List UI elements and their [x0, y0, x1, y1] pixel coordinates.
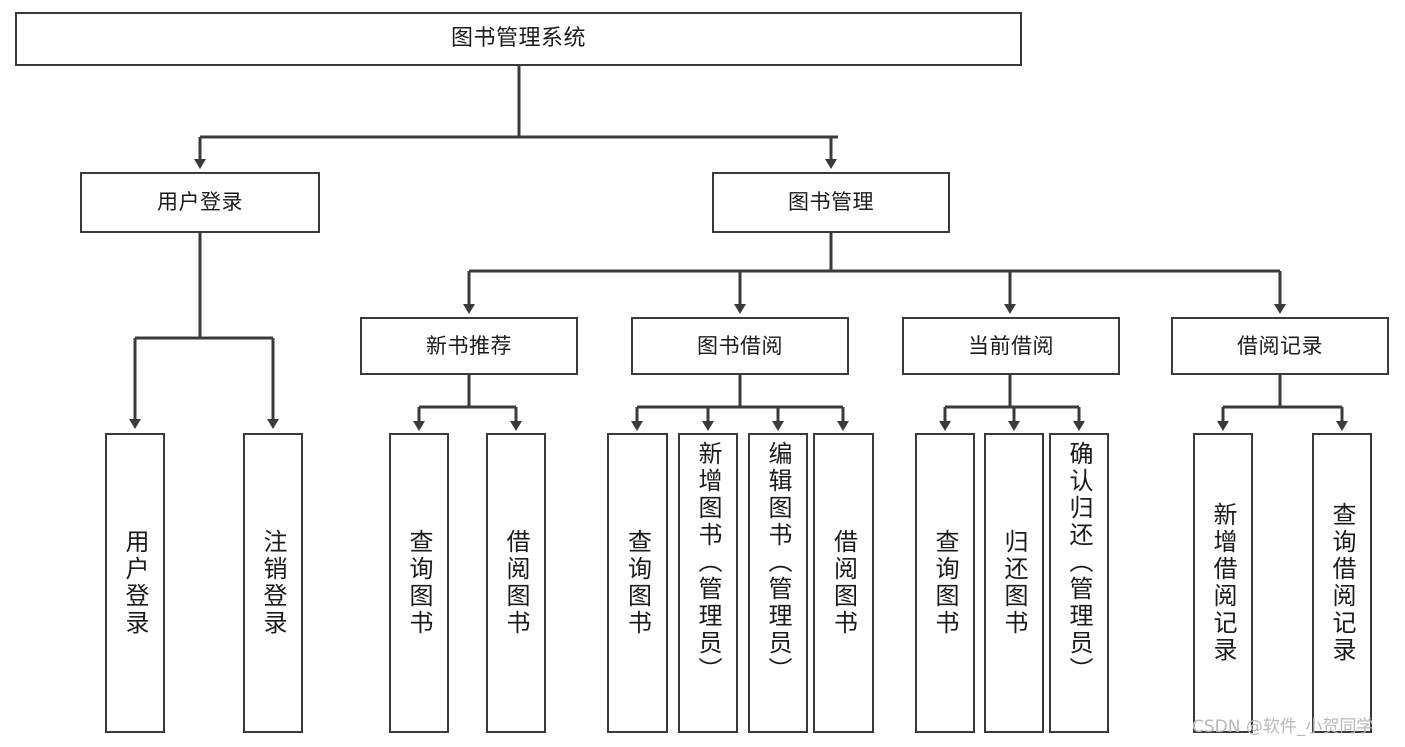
node-leaf-query-book-3-label: 查询图书: [931, 529, 959, 637]
node-leaf-user-login[interactable]: 用户登录: [105, 433, 165, 733]
node-book-borrow-label: 图书借阅: [697, 333, 783, 358]
node-leaf-query-book-3[interactable]: 查询图书: [915, 433, 975, 733]
node-leaf-add-record[interactable]: 新增借阅记录: [1193, 433, 1253, 733]
node-leaf-return-book[interactable]: 归还图书: [984, 433, 1044, 733]
node-leaf-query-record[interactable]: 查询借阅记录: [1312, 433, 1372, 733]
node-leaf-add-book[interactable]: 新增图书（管理员）: [678, 433, 738, 733]
node-leaf-confirm-return-label: 确认归还（管理员）: [1065, 441, 1093, 684]
node-new-book-recommend[interactable]: 新书推荐: [360, 317, 578, 375]
node-current-borrow-label: 当前借阅: [968, 333, 1054, 358]
node-leaf-add-record-label: 新增借阅记录: [1209, 502, 1237, 664]
watermark-text: CSDN @软件_小贺同学: [1192, 717, 1374, 737]
node-leaf-query-book-2[interactable]: 查询图书: [607, 433, 668, 733]
node-leaf-edit-book[interactable]: 编辑图书（管理员）: [748, 433, 808, 733]
node-user-login[interactable]: 用户登录: [80, 172, 320, 233]
node-new-book-recommend-label: 新书推荐: [426, 333, 512, 358]
node-user-login-label: 用户登录: [157, 190, 243, 215]
node-leaf-borrow-book-2[interactable]: 借阅图书: [813, 433, 874, 733]
node-book-borrow[interactable]: 图书借阅: [631, 317, 849, 375]
node-leaf-borrow-book-1[interactable]: 借阅图书: [486, 433, 546, 733]
node-leaf-query-book-1-label: 查询图书: [405, 529, 433, 637]
node-leaf-query-record-label: 查询借阅记录: [1328, 502, 1356, 664]
node-current-borrow[interactable]: 当前借阅: [902, 317, 1120, 375]
node-root-label: 图书管理系统: [450, 26, 586, 52]
node-leaf-edit-book-label: 编辑图书（管理员）: [764, 441, 792, 684]
node-borrow-record[interactable]: 借阅记录: [1171, 317, 1389, 375]
node-leaf-add-book-label: 新增图书（管理员）: [694, 441, 722, 684]
node-book-manage-label: 图书管理: [788, 190, 874, 215]
node-book-manage[interactable]: 图书管理: [712, 172, 950, 233]
node-leaf-user-logout[interactable]: 注销登录: [243, 433, 303, 733]
node-borrow-record-label: 借阅记录: [1237, 333, 1323, 358]
node-leaf-query-book-1[interactable]: 查询图书: [389, 433, 449, 733]
node-leaf-user-logout-label: 注销登录: [259, 529, 287, 637]
node-leaf-confirm-return[interactable]: 确认归还（管理员）: [1049, 433, 1109, 733]
node-leaf-borrow-book-1-label: 借阅图书: [502, 529, 530, 637]
node-root[interactable]: 图书管理系统: [15, 12, 1022, 66]
node-leaf-return-book-label: 归还图书: [1000, 529, 1028, 637]
node-leaf-user-login-label: 用户登录: [121, 529, 149, 637]
node-leaf-query-book-2-label: 查询图书: [623, 529, 652, 637]
node-leaf-borrow-book-2-label: 借阅图书: [829, 529, 858, 637]
